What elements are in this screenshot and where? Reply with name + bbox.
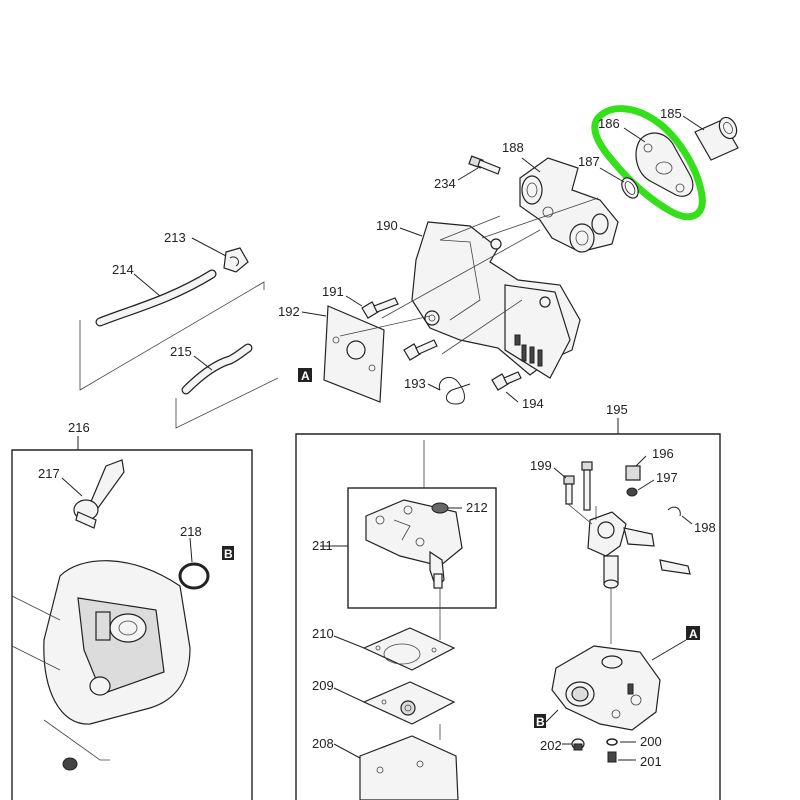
- label-208: 208: [312, 736, 334, 751]
- box-211-frame: [347, 487, 497, 609]
- part-215-hose: [181, 343, 253, 395]
- label-210: 210: [312, 626, 334, 641]
- part-218-oring: [178, 537, 210, 590]
- label-209: 209: [312, 678, 334, 693]
- part-190-bracket: [399, 221, 581, 379]
- part-197-spring: [626, 479, 655, 497]
- label-198: 198: [694, 520, 716, 535]
- part-screw-long: [581, 461, 593, 511]
- part-carb-housing: [551, 645, 661, 731]
- part-213-clamp: [191, 237, 249, 273]
- label-202: 202: [540, 738, 562, 753]
- marker-b-right-text: B: [536, 715, 545, 729]
- marker-a-right-text: A: [689, 627, 698, 641]
- part-216-air-box: [11, 560, 191, 771]
- part-208-cover: [333, 735, 459, 800]
- label-190: 190: [376, 218, 398, 233]
- marker-b-left: B: [222, 546, 234, 561]
- part-185-sleeve: [682, 115, 739, 161]
- label-217: 217: [38, 466, 60, 481]
- guide-lines: [79, 197, 599, 429]
- part-196-cap: [625, 455, 647, 481]
- label-192: 192: [278, 304, 300, 319]
- label-200: 200: [640, 734, 662, 749]
- part-198-clip: [667, 506, 693, 525]
- label-194: 194: [522, 396, 544, 411]
- part-234-screw: [457, 155, 501, 181]
- label-213: 213: [164, 230, 186, 245]
- part-200-ring: [606, 738, 636, 746]
- label-185: 185: [660, 106, 682, 121]
- label-191: 191: [322, 284, 344, 299]
- part-throttle-valve: [567, 503, 691, 644]
- label-199: 199: [530, 458, 552, 473]
- part-209-diaphragm: [333, 681, 456, 725]
- label-193: 193: [404, 376, 426, 391]
- part-187-oring: [599, 167, 639, 199]
- part-211-carburetor-body: [320, 499, 463, 590]
- label-187: 187: [578, 154, 600, 169]
- part-212-filter: [431, 502, 462, 514]
- part-labels: 185 186 187 188 234 190 191 192 193 194 …: [38, 106, 716, 769]
- part-193-clip: [427, 377, 471, 405]
- label-188: 188: [502, 140, 524, 155]
- label-197: 197: [656, 470, 678, 485]
- label-186: 186: [598, 116, 620, 131]
- marker-a-upper: A: [298, 368, 312, 383]
- marker-a-right: A: [651, 626, 700, 661]
- part-210-gasket: [333, 627, 456, 671]
- part-188-manifold: [519, 157, 619, 253]
- part-217-lever: [61, 459, 125, 529]
- label-216: 216: [68, 420, 90, 435]
- marker-b-right: B: [534, 709, 559, 729]
- label-214: 214: [112, 262, 134, 277]
- label-196: 196: [652, 446, 674, 461]
- part-214-hose: [95, 269, 217, 327]
- marker-a-upper-text: A: [301, 369, 310, 383]
- part-191-bolt: [345, 295, 399, 319]
- part-bolt-2: [403, 339, 438, 361]
- part-199-screw: [553, 467, 575, 505]
- part-201-screw: [607, 751, 636, 763]
- label-215: 215: [170, 344, 192, 359]
- label-195: 195: [606, 402, 628, 417]
- part-192-gasket: [301, 305, 385, 403]
- label-201: 201: [640, 754, 662, 769]
- label-211: 211: [312, 538, 333, 553]
- part-194-bolt: [491, 371, 522, 403]
- highlight-outline: [591, 105, 706, 221]
- label-218: 218: [180, 524, 202, 539]
- part-202-plug: [562, 738, 585, 751]
- label-212: 212: [466, 500, 488, 515]
- box-216-frame: [11, 449, 253, 800]
- marker-b-left-text: B: [224, 547, 233, 561]
- part-186-gasket: [623, 127, 694, 197]
- box-195-frame: [295, 433, 721, 800]
- label-234: 234: [434, 176, 456, 191]
